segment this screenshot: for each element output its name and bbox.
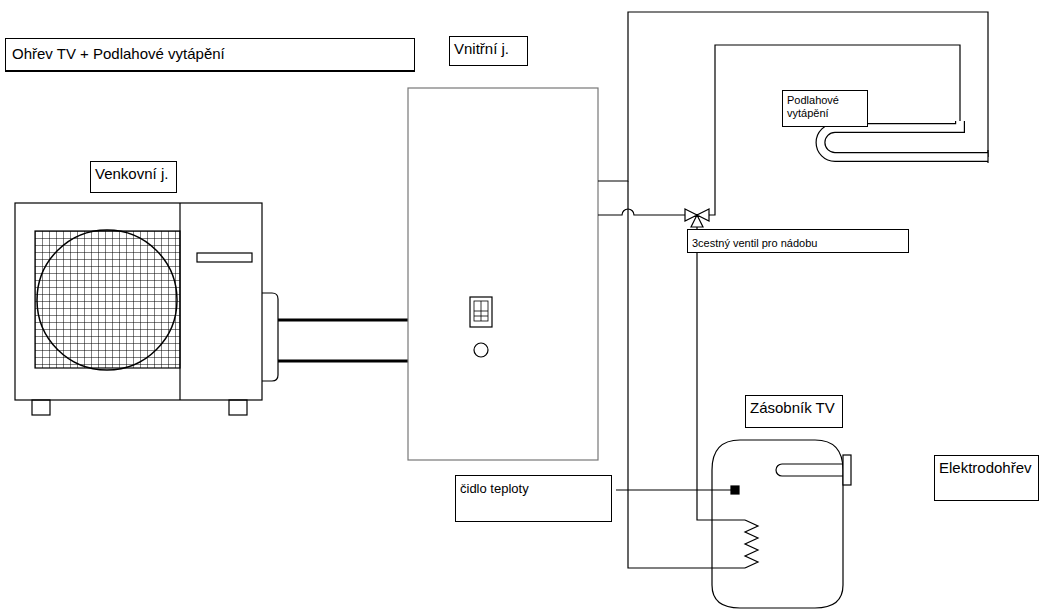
title-box: Ohřev TV + Podlahové vytápění: [5, 38, 415, 72]
control-knob: [474, 343, 488, 357]
sensor-leader: [616, 489, 731, 490]
floor-loop-end: [987, 150, 988, 163]
unit-label: Venkovní j.: [90, 161, 177, 193]
tank-coil: [745, 520, 758, 568]
electric-heater-rod: [776, 464, 843, 476]
refrigerant-line: [278, 319, 408, 322]
label-text: Elektrodohřev: [939, 459, 1032, 477]
three-way-valve: [685, 209, 709, 227]
outdoor-foot: [32, 400, 50, 415]
label-text: 3cestný ventil pro nádobu: [692, 237, 817, 250]
return-pipe: [598, 209, 685, 215]
heater-flange: [843, 455, 851, 485]
unit-label: Vnitřní j.: [449, 36, 528, 66]
indoor-unit: [408, 88, 598, 460]
refrigerant-line: [278, 360, 408, 363]
label-text: Zásobník TV: [750, 399, 835, 417]
outdoor-display: [197, 253, 252, 262]
temperature-sensor: [731, 486, 739, 494]
sensor-label: čidlo teploty: [455, 475, 612, 522]
fan-circle: [37, 230, 177, 370]
pipe-bracket: [262, 293, 278, 381]
dhw-tank: [712, 440, 843, 608]
diagram-title: Ohřev TV + Podlahové vytápění: [12, 45, 225, 62]
floor-supply-pipe: [598, 12, 988, 181]
outdoor-foot: [229, 400, 247, 415]
label-text: čidlo teploty: [460, 481, 529, 497]
label-text: Podlahové vytápění: [787, 94, 863, 120]
loop-label: Podlahové vytápění: [782, 90, 868, 127]
tank-flow-pipe: [697, 227, 745, 520]
panel-divider: [179, 203, 180, 400]
control-screen: [474, 301, 488, 321]
heater-label: Elektrodohřev: [934, 455, 1039, 501]
control-screen-grid: [474, 301, 488, 321]
label-text: Venkovní j.: [95, 165, 168, 183]
label-text: Vnitřní j.: [454, 40, 509, 58]
valve-label: 3cestný ventil pro nádobu: [687, 229, 909, 253]
outdoor-unit: [15, 203, 262, 400]
tank-label: Zásobník TV: [745, 395, 843, 428]
control-panel: [470, 297, 492, 327]
